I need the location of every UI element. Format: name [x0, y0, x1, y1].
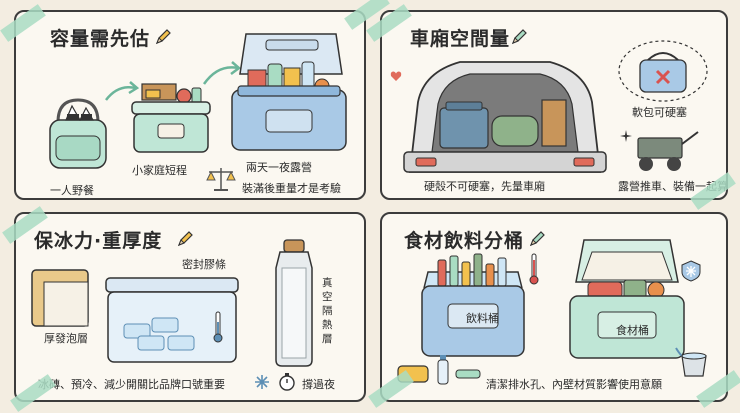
heart-icon	[390, 71, 402, 81]
vacuum-bottle-illustration	[275, 239, 313, 367]
pencil-icon	[511, 29, 527, 45]
drain-bucket-illustration	[675, 347, 707, 377]
bottle-illustration	[437, 355, 449, 385]
panel-car-space: 車廂空間量 硬殼不可硬塞，先量車廂 軟包可硬塞 露營推車、裝備一起算	[380, 10, 728, 200]
camping-cooler-illustration	[231, 33, 347, 151]
sparkle-icon	[620, 130, 632, 142]
label-seal: 密封膠條	[182, 258, 226, 271]
ice-cooler-illustration	[105, 277, 239, 363]
snowflake-icon	[681, 260, 701, 282]
pencil-icon	[529, 231, 545, 247]
scale-icon	[206, 168, 236, 191]
label-camping: 兩天一夜露營	[246, 161, 312, 174]
panel-insulation: 保冰力·重厚度 厚發泡層 密封膠條 真空隔熱層 冰磚、預冷、減少開關比品牌口號重…	[14, 212, 366, 402]
label-family: 小家庭短程	[132, 164, 187, 177]
thermometer-icon	[213, 311, 223, 343]
pencil-icon	[177, 231, 193, 247]
panel-title: 車廂空間量	[410, 28, 511, 50]
label-hard-first: 硬殼不可硬塞，先量車廂	[424, 180, 545, 193]
snowflake-icon	[255, 375, 269, 389]
label-drinks: 飲料桶	[466, 312, 499, 325]
label-solo: 一人野餐	[50, 184, 94, 197]
label-clean: 清潔排水孔、內壁材質影響使用意願	[486, 378, 662, 391]
food-cooler-illustration	[569, 239, 685, 359]
label-vacuum: 真空隔熱層	[322, 277, 333, 345]
x-mark-icon	[655, 69, 671, 85]
drinks-cooler-illustration	[421, 253, 525, 357]
solo-bag-illustration	[49, 98, 107, 169]
label-overnight: 撐過夜	[302, 378, 335, 391]
label-foam: 厚發泡層	[44, 332, 88, 345]
label-weight: 裝滿後重量才是考驗	[242, 182, 341, 195]
label-food: 食材桶	[616, 324, 649, 337]
label-soft-bag: 軟包可硬塞	[632, 106, 687, 119]
panel-food-drink: 食材飲料分桶 飲料桶 食材桶	[380, 212, 728, 402]
panel-title: 容量需先估	[50, 28, 151, 50]
pencil-icon	[155, 29, 171, 45]
label-wagon: 露營推車、裝備一起算	[618, 180, 728, 193]
label-tips: 冰磚、預冷、減少開關比品牌口號重要	[38, 378, 225, 391]
arrow-icon	[202, 61, 241, 85]
wagon-illustration	[637, 131, 699, 171]
panel-title: 保冰力·重厚度	[34, 230, 163, 252]
panel-capacity: 容量需先估 一人野餐 小家庭短程	[14, 10, 366, 200]
thermometer-icon	[529, 253, 539, 285]
stopwatch-icon	[279, 373, 295, 391]
brush-illustration	[455, 369, 481, 379]
panel-title: 食材飲料分桶	[404, 230, 525, 252]
foam-section-illustration	[31, 269, 89, 327]
arrow-icon	[105, 81, 140, 101]
car-trunk-illustration	[403, 61, 607, 173]
family-cooler-illustration	[131, 83, 211, 153]
